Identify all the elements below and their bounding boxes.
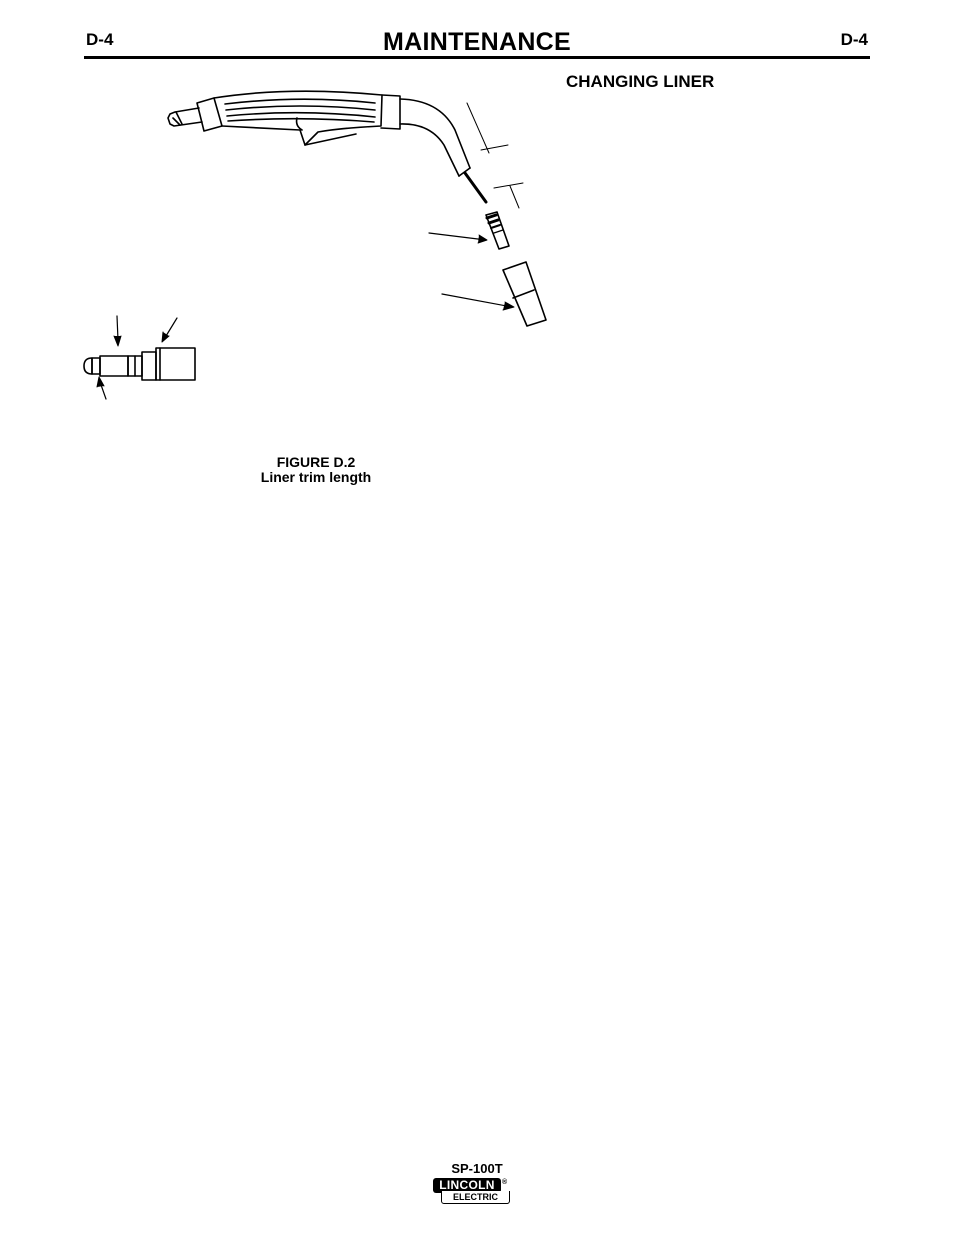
page-title: MAINTENANCE <box>382 28 572 56</box>
page-code-right: D-4 <box>840 30 868 49</box>
liner-end-drawing <box>83 315 196 400</box>
lincoln-electric-logo: LINCOLN ® ELECTRIC <box>433 1178 510 1204</box>
liner-trim-diagram <box>83 90 547 400</box>
gun-handle-drawing <box>167 90 524 209</box>
section-heading: CHANGING LINER <box>566 72 715 91</box>
figure-number: FIGURE D.2 <box>276 454 356 470</box>
figure-title: Liner trim length <box>260 469 372 485</box>
logo-electric: ELECTRIC <box>441 1191 510 1204</box>
contact-tip-drawing <box>428 211 510 250</box>
logo-lincoln: LINCOLN <box>433 1178 501 1193</box>
header-rule <box>84 56 870 59</box>
figure-caption: FIGURE D.2 Liner trim length <box>216 455 416 485</box>
nozzle-drawing <box>441 261 547 327</box>
model-name: SP-100T <box>451 1161 503 1176</box>
logo-registered-mark: ® <box>502 1179 508 1186</box>
page-code-left: D-4 <box>86 30 114 49</box>
